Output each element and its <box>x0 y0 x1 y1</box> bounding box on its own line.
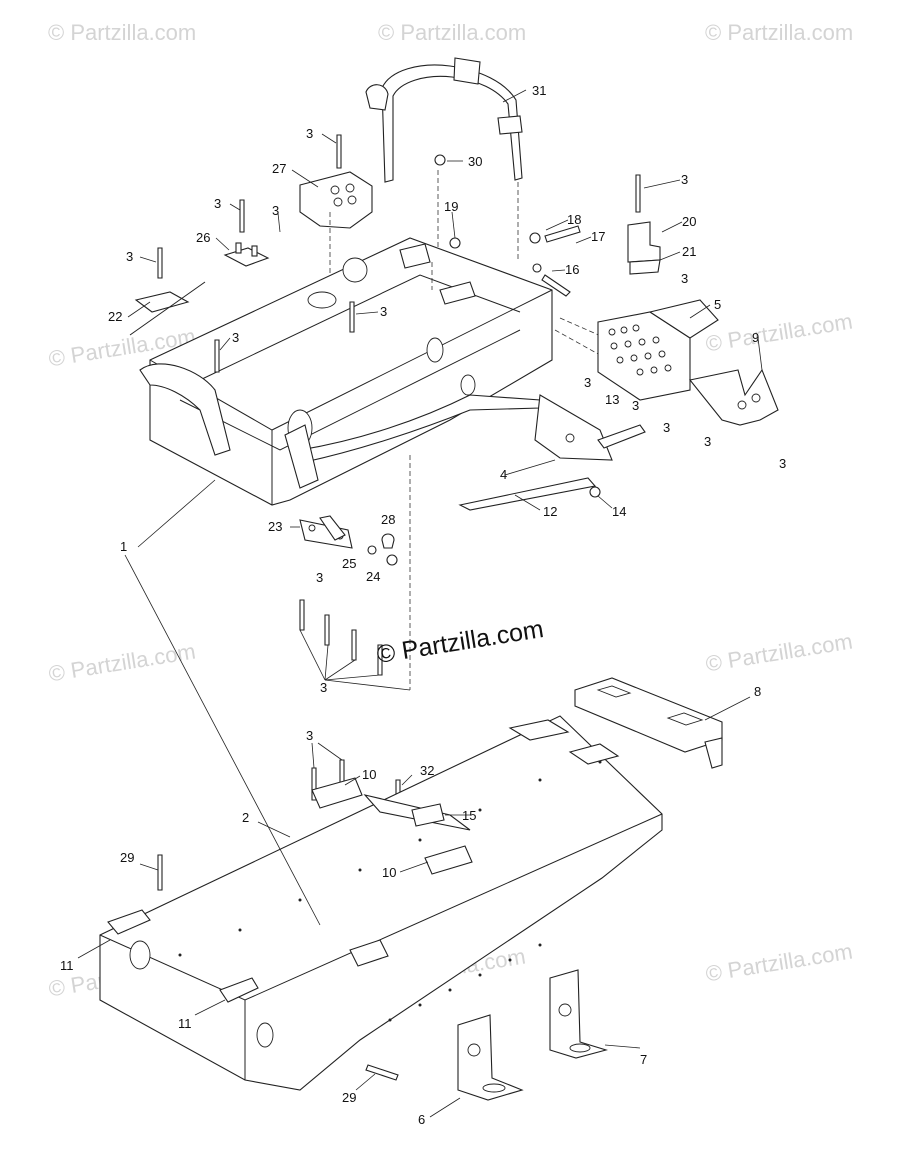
callout-15: 15 <box>462 808 476 823</box>
callout-8: 8 <box>754 684 761 699</box>
washer-25[interactable] <box>367 545 377 555</box>
callout-12: 12 <box>543 504 557 519</box>
callout-23: 23 <box>268 519 282 534</box>
callout-3: 3 <box>380 304 387 319</box>
callout-3: 3 <box>316 570 323 585</box>
callout-21: 21 <box>682 244 696 259</box>
callout-3: 3 <box>663 420 670 435</box>
footrest-bracket-6[interactable] <box>457 1014 524 1101</box>
callout-16: 16 <box>565 262 579 277</box>
callout-22: 22 <box>108 309 122 324</box>
callout-29: 29 <box>342 1090 356 1105</box>
callout-3: 3 <box>214 196 221 211</box>
callout-7: 7 <box>640 1052 647 1067</box>
knob-28[interactable] <box>381 533 395 549</box>
leader-lines <box>77 89 763 1118</box>
nut-14[interactable] <box>589 486 601 498</box>
callout-4: 4 <box>500 467 507 482</box>
callout-13: 13 <box>605 392 619 407</box>
bracket-11[interactable] <box>107 909 259 1003</box>
footrest-bracket-7[interactable] <box>549 969 608 1059</box>
callout-9: 9 <box>752 330 759 345</box>
steering-support-31[interactable] <box>365 57 523 260</box>
bracket-32[interactable] <box>411 803 445 827</box>
callout-26: 26 <box>196 230 210 245</box>
callout-3: 3 <box>232 330 239 345</box>
callout-27: 27 <box>272 161 286 176</box>
callout-3: 3 <box>320 680 327 695</box>
callout-3: 3 <box>681 172 688 187</box>
callout-3: 3 <box>126 249 133 264</box>
bolt-set[interactable] <box>434 154 581 297</box>
callout-24: 24 <box>366 569 380 584</box>
heat-shield-5[interactable] <box>597 299 719 401</box>
callout-3: 3 <box>306 728 313 743</box>
callout-3: 3 <box>704 434 711 449</box>
main-chassis-1[interactable] <box>139 237 553 506</box>
callout-3: 3 <box>681 271 688 286</box>
callout-labels: 31 30 3 27 3 3 26 19 18 17 16 3 20 21 3 … <box>60 83 786 1127</box>
plate-8[interactable] <box>574 677 723 769</box>
callout-2: 2 <box>242 810 249 825</box>
bracket-10-lower[interactable] <box>424 845 473 875</box>
callout-3: 3 <box>632 398 639 413</box>
callout-19: 19 <box>444 199 458 214</box>
callout-17: 17 <box>591 229 605 244</box>
callout-18: 18 <box>567 212 581 227</box>
bracket-20-21[interactable] <box>627 221 661 275</box>
callout-10: 10 <box>382 865 396 880</box>
clamp-22[interactable] <box>129 281 206 336</box>
callout-11: 11 <box>178 1016 192 1031</box>
nut-24[interactable] <box>386 554 398 566</box>
bracket-4[interactable] <box>534 394 646 461</box>
callout-3: 3 <box>779 456 786 471</box>
callout-30: 30 <box>468 154 482 169</box>
bracket-9[interactable] <box>689 368 779 426</box>
watermark: © Partzilla.com <box>378 20 527 45</box>
watermark: © Partzilla.com <box>705 20 854 45</box>
callout-25: 25 <box>342 556 356 571</box>
callout-20: 20 <box>682 214 696 229</box>
callout-31: 31 <box>532 83 546 98</box>
callout-29: 29 <box>120 850 134 865</box>
bracket-10-upper[interactable] <box>311 777 363 809</box>
callout-6: 6 <box>418 1112 425 1127</box>
plate-26[interactable] <box>223 242 270 267</box>
watermark: © Partzilla.com <box>48 20 197 45</box>
hinge-23[interactable] <box>299 515 353 549</box>
callout-14: 14 <box>612 504 626 519</box>
callout-3: 3 <box>306 126 313 141</box>
callout-10: 10 <box>362 767 376 782</box>
callout-1: 1 <box>120 539 127 554</box>
callout-3: 3 <box>272 203 279 218</box>
callout-32: 32 <box>420 763 434 778</box>
bracket-27[interactable] <box>299 171 373 275</box>
callout-11: 11 <box>60 958 74 973</box>
callout-5: 5 <box>714 297 721 312</box>
callout-3: 3 <box>584 375 591 390</box>
callout-28: 28 <box>381 512 395 527</box>
brace-12[interactable] <box>458 477 597 511</box>
